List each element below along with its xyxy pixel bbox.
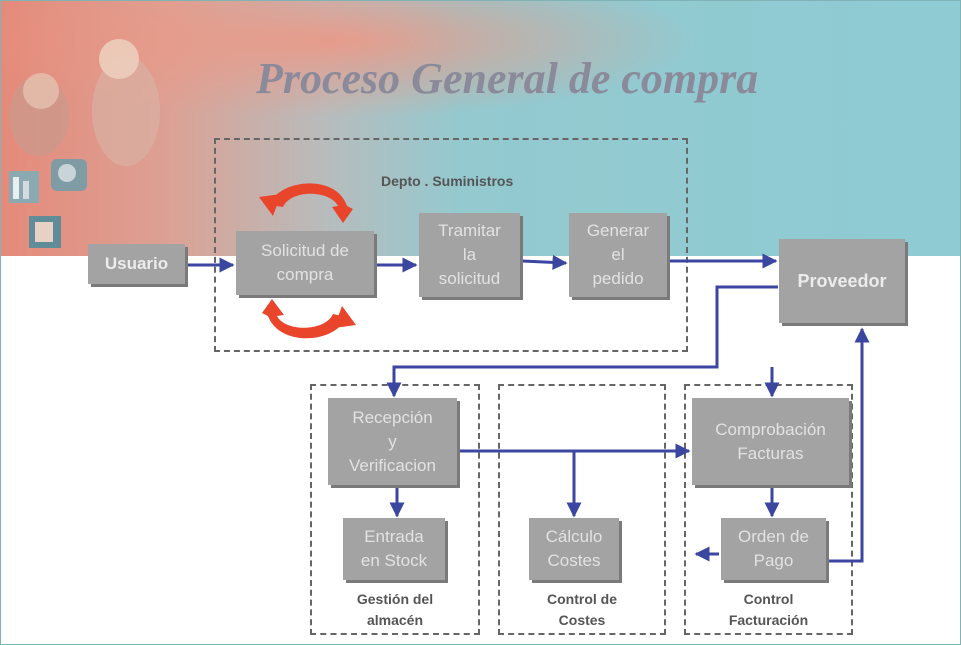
node-comprobacion-facturas: Comprobación Facturas [692,398,849,485]
photo-thumb-2-detail [58,164,76,182]
photo-thumb-3-detail [35,222,53,242]
node-entrada-stock: Entrada en Stock [343,518,445,580]
node-generar-pedido: Generar el pedido [569,213,667,297]
cycle-arrow-top [269,183,353,223]
cycle-arrow-top-head [259,194,281,216]
group-depto-suministros [214,138,688,352]
node-orden-pago: Orden de Pago [721,518,826,580]
caption-control-facturacion: Control Facturación [728,591,809,628]
node-usuario: Usuario [88,244,185,284]
node-tramitar-solicitud: Tramitar la solicitud [419,213,520,297]
header-photo-collage [9,39,160,248]
photo-thumb-1-detail [13,177,19,199]
cycle-arrow-bottom-head [334,306,356,328]
photo-person-right [92,56,160,166]
arrow-orden-proveedor [828,327,870,563]
cycle-arrow-bottom [262,299,346,339]
group-label-depto-suministros: Depto . Suministros [381,173,514,189]
node-proveedor: Proveedor [779,239,905,323]
arrow-proveedor-distribution [386,285,778,398]
group-control-costes [498,384,666,635]
photo-person-right-head [99,39,139,79]
photo-thumb-1-detail-2 [23,181,29,199]
caption-gestion-almacen: Gestión del almacén [356,591,434,628]
node-calculo-costes: Cálculo Costes [529,518,619,580]
page-title: Proceso General de compra [256,54,759,103]
arrow-tramitar-generar [521,254,568,270]
caption-control-costes: Control de Costes [547,591,617,628]
node-solicitud-compra: Solicitud de compra [236,231,374,295]
photo-person-left-head [23,73,59,109]
node-recepcion-verificacion: Recepción y Verificacion [328,398,457,485]
